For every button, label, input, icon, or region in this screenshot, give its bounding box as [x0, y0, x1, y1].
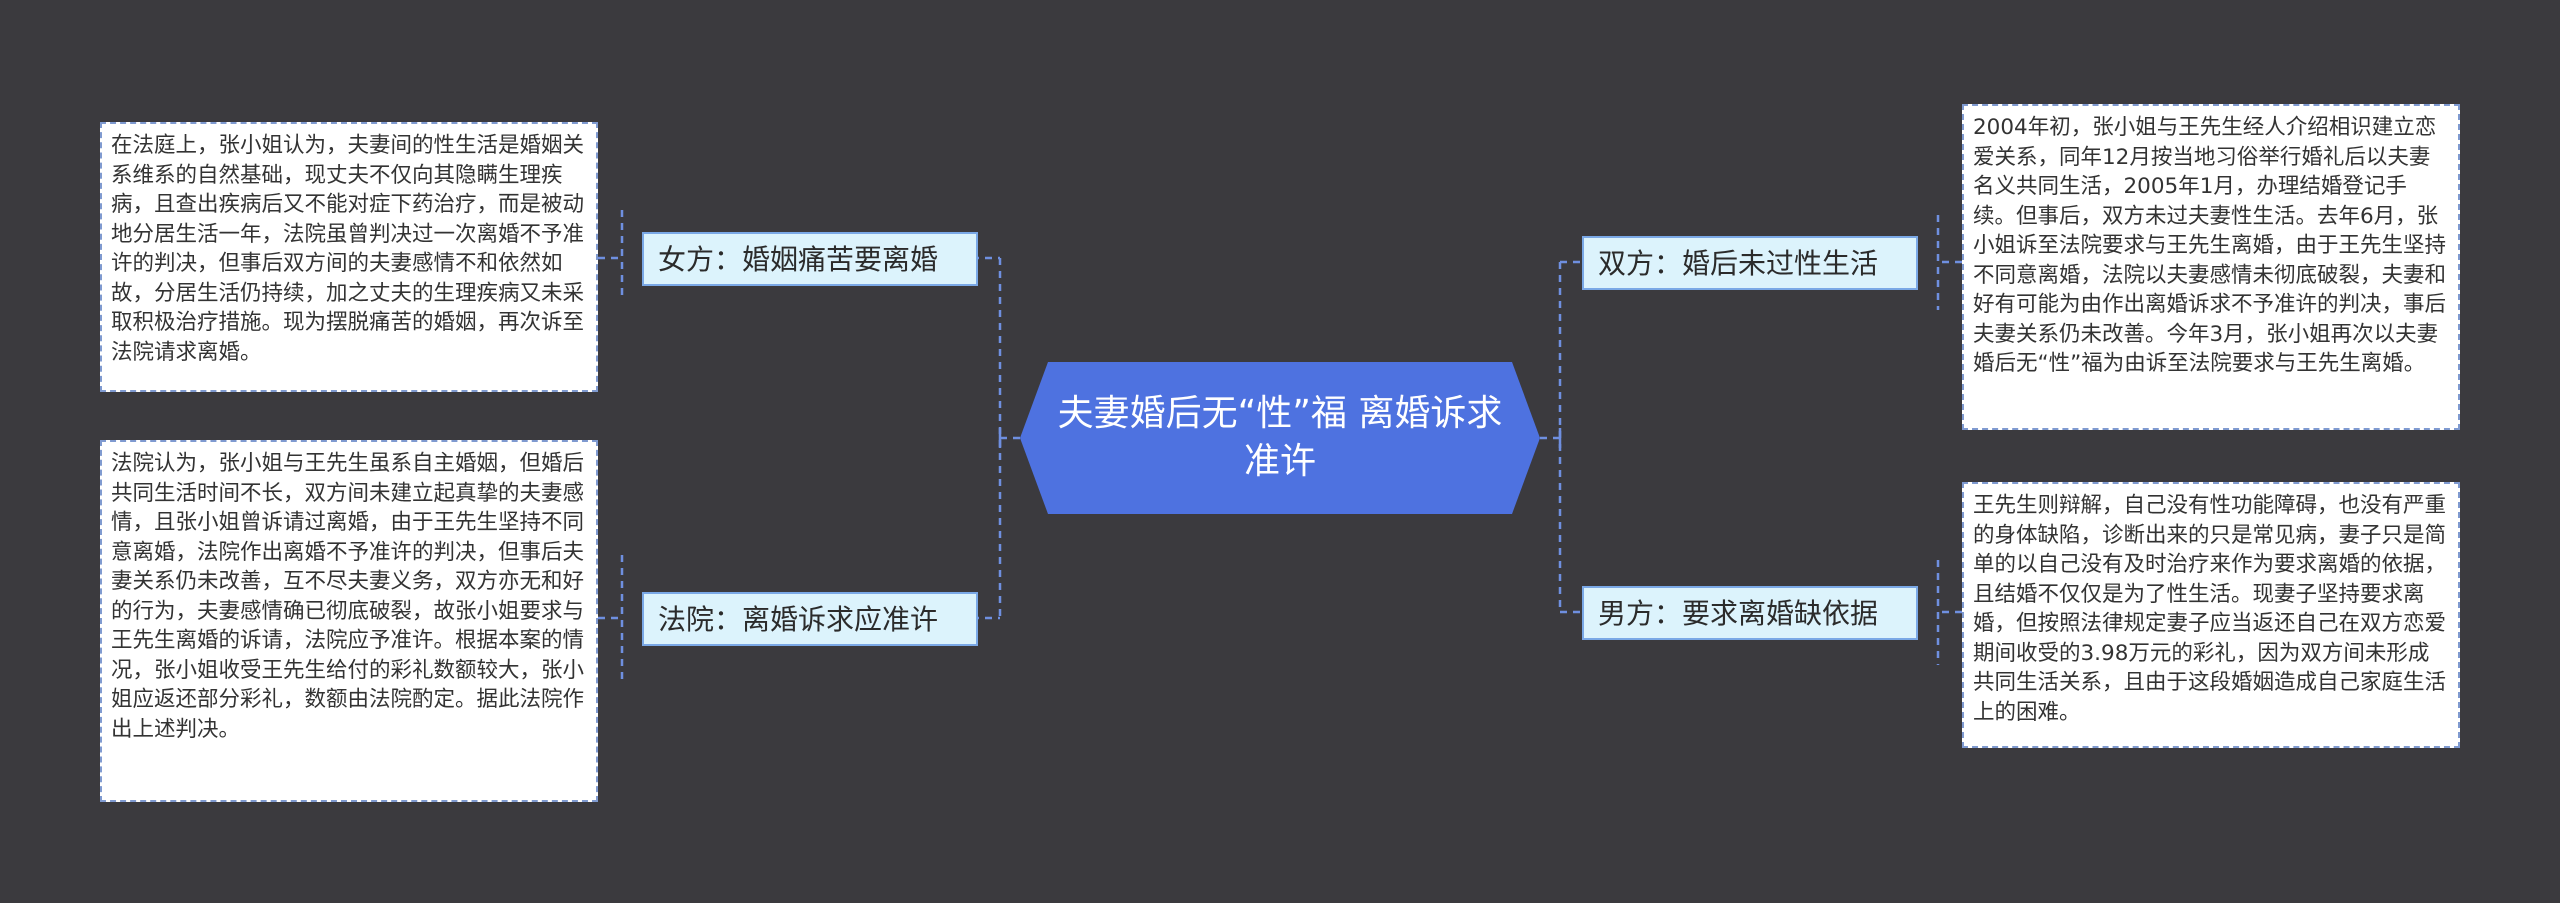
leaf-court-detail: 法院认为，张小姐与王先生虽系自主婚姻，但婚后共同生活时间不长，双方间未建立起真挚…: [100, 440, 598, 802]
branch-both[interactable]: 双方：婚后未过性生活: [1582, 236, 1918, 290]
leaf-male-detail: 王先生则辩解，自己没有性功能障碍，也没有严重的身体缺陷，诊断出来的只是常见病，妻…: [1962, 482, 2460, 748]
central-topic-title: 夫妻婚后无“性”福 离婚诉求准许: [1057, 393, 1503, 482]
branch-female[interactable]: 女方：婚姻痛苦要离婚: [642, 232, 978, 286]
branch-court-label: 法院：离婚诉求应准许: [658, 603, 939, 636]
leaf-female-detail: 在法庭上，张小姐认为，夫妻间的性生活是婚姻关系维系的自然基础，现丈夫不仅向其隐瞒…: [100, 122, 598, 392]
branch-female-label: 女方：婚姻痛苦要离婚: [658, 243, 939, 276]
branch-male[interactable]: 男方：要求离婚缺依据: [1582, 586, 1918, 640]
leaf-both-detail: 2004年初，张小姐与王先生经人介绍相识建立恋爱关系，同年12月按当地习俗举行婚…: [1962, 104, 2460, 430]
central-topic: 夫妻婚后无“性”福 离婚诉求准许: [1020, 362, 1540, 514]
central-topic-shape: [1020, 362, 1540, 514]
branch-court[interactable]: 法院：离婚诉求应准许: [642, 592, 978, 646]
branch-both-label: 双方：婚后未过性生活: [1598, 247, 1879, 280]
branch-male-label: 男方：要求离婚缺依据: [1598, 597, 1879, 630]
